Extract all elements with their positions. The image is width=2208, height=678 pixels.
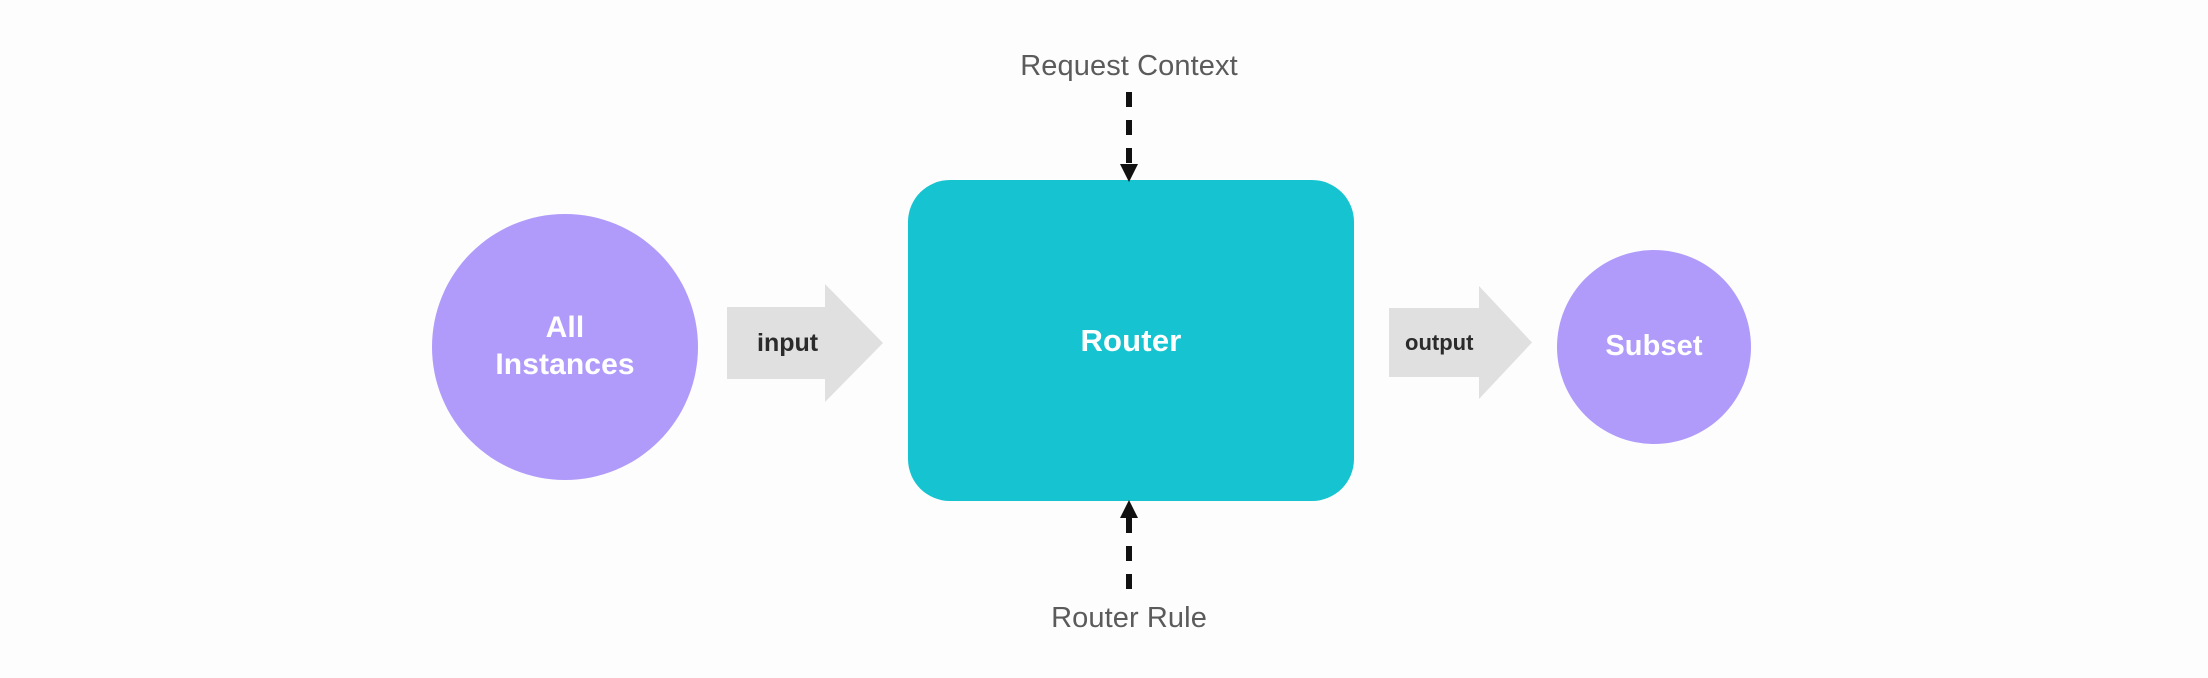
node-router-label: Router bbox=[1080, 322, 1182, 358]
node-all-instances[interactable]: All Instances bbox=[432, 214, 698, 480]
arrow-output: output bbox=[1389, 286, 1532, 399]
dashed-arrow-up-icon bbox=[1120, 500, 1138, 590]
node-subset-label: Subset bbox=[1605, 330, 1703, 363]
connector-router-rule-label: Router Rule bbox=[1051, 602, 1207, 634]
node-all-instances-label: All Instances bbox=[495, 311, 635, 381]
connector-request-context-label: Request Context bbox=[1020, 50, 1238, 82]
node-router[interactable]: Router bbox=[908, 180, 1354, 501]
connector-router-rule-arrow bbox=[1117, 496, 1141, 590]
node-subset[interactable]: Subset bbox=[1557, 250, 1751, 444]
arrow-input: input bbox=[727, 284, 883, 402]
dashed-arrow-down-icon bbox=[1120, 92, 1138, 182]
arrow-output-shape bbox=[1389, 286, 1532, 399]
connector-request-context-arrow bbox=[1117, 92, 1141, 186]
arrow-input-shape bbox=[727, 284, 883, 402]
